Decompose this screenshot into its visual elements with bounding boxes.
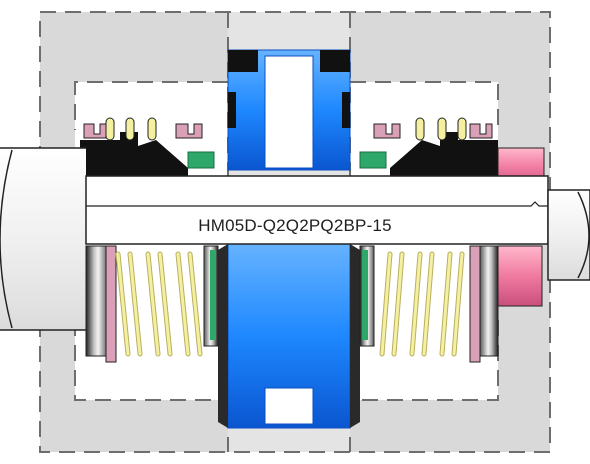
seal-head-top-left <box>80 117 215 178</box>
seal-head-bottom-right <box>359 245 499 363</box>
seal-head-bottom-left <box>85 245 219 363</box>
mating-ring-top <box>227 49 351 171</box>
mating-ring-bottom <box>218 243 360 429</box>
seal-head-top-right <box>359 117 498 178</box>
part-number-label: HM05D-Q2Q2PQ2BP-15 <box>198 216 392 235</box>
shaft <box>0 147 590 331</box>
sleeve-right-bottom <box>497 245 543 307</box>
